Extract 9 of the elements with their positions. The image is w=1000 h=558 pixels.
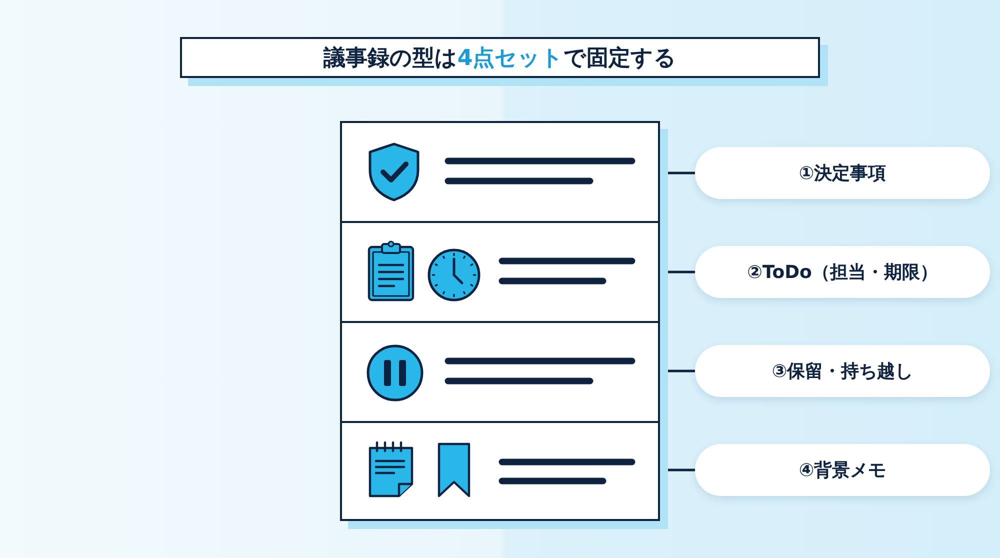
document-section xyxy=(340,121,660,221)
document-panel xyxy=(340,121,660,521)
section-label: ③保留・持ち越し xyxy=(695,345,990,397)
section-label: ②ToDo（担当・期限） xyxy=(695,246,990,298)
section-label: ④背景メモ xyxy=(695,444,990,496)
section-label: ①決定事項 xyxy=(695,147,990,199)
document-section xyxy=(340,421,660,521)
document-section xyxy=(340,221,660,321)
document-section xyxy=(340,321,660,421)
